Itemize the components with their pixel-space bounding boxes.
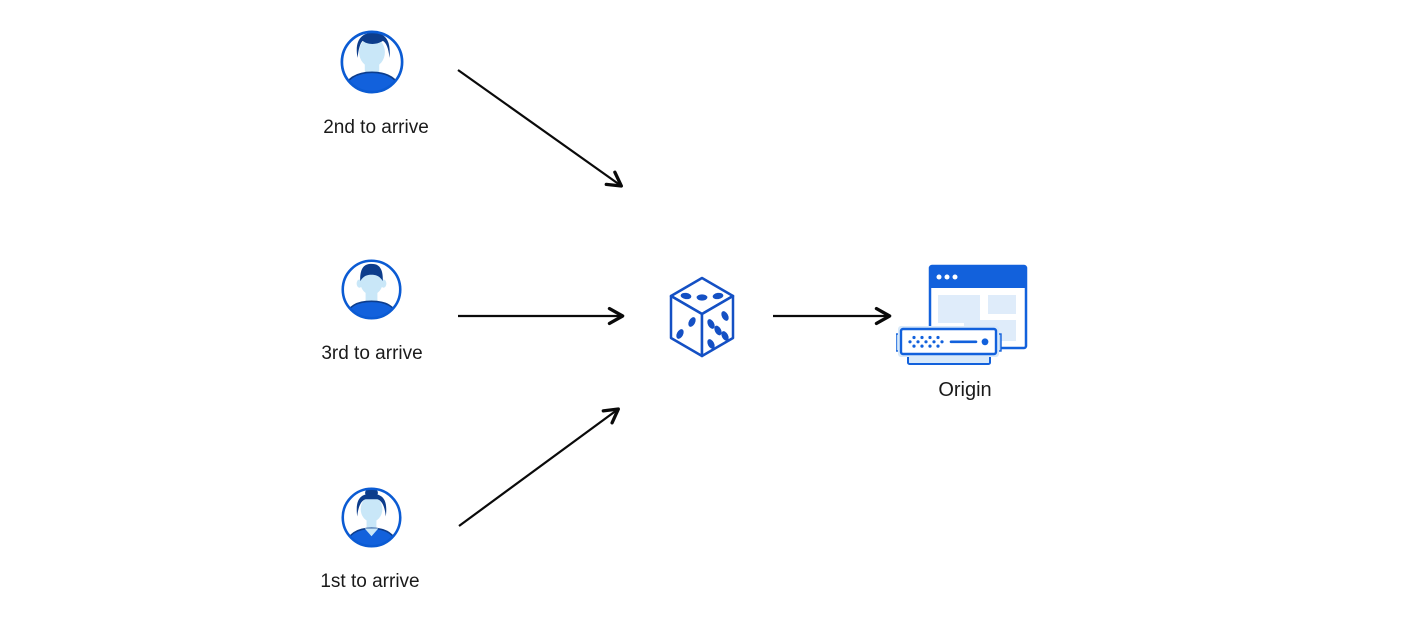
origin-server-browser-icon [896,264,1028,365]
user-woman-bun-avatar-icon [341,487,402,548]
node-user-third [340,258,403,321]
server-icon [896,326,1002,365]
node-user-first [340,486,403,549]
node-label-user-third: 3rd to arrive [321,343,423,364]
user-man-shorthair-avatar-icon [341,259,402,320]
arrow-user-first-to-dice [458,407,620,527]
node-user-second [339,29,405,95]
dice-icon [669,276,735,358]
arrow-user-second-to-dice [457,69,623,188]
user-man-sideswept-avatar-icon [340,30,404,94]
node-origin [896,262,1030,366]
node-label-user-second: 2nd to arrive [323,117,429,138]
node-label-user-first: 1st to arrive [320,571,420,592]
node-label-origin: Origin [938,379,992,401]
node-dice [667,275,737,359]
